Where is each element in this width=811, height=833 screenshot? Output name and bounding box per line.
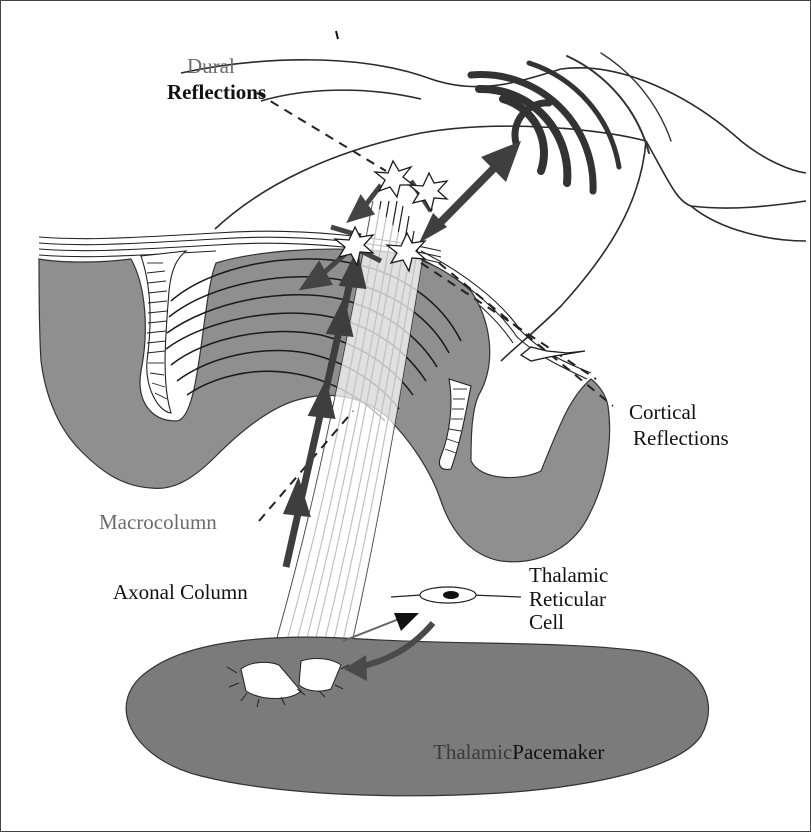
label-macrocolumn: Macrocolumn [99, 511, 217, 534]
thalamic-pacemaker-mass [126, 637, 708, 796]
spur-line [336, 31, 338, 39]
label-thalamic-reticular-cell: Thalamic Reticular Cell [529, 564, 608, 635]
label-axonal-column: Axonal Column [113, 581, 248, 604]
label-cell: Cell [529, 611, 608, 635]
label-dural: Dural [187, 55, 235, 78]
label-thalamic: Thalamic [529, 564, 608, 588]
label-thalamic-word: Thalamic [433, 740, 512, 764]
label-pacemaker-word: Pacemaker [512, 740, 604, 764]
label-cortical-reflections: Reflections [633, 427, 729, 450]
reticular-cell [391, 587, 521, 603]
label-cortical: Cortical [629, 401, 697, 424]
label-thalamic-pacemaker: ThalamicPacemaker [433, 741, 604, 764]
label-dural-reflections: Reflections [167, 81, 266, 104]
label-reticular: Reticular [529, 588, 608, 612]
